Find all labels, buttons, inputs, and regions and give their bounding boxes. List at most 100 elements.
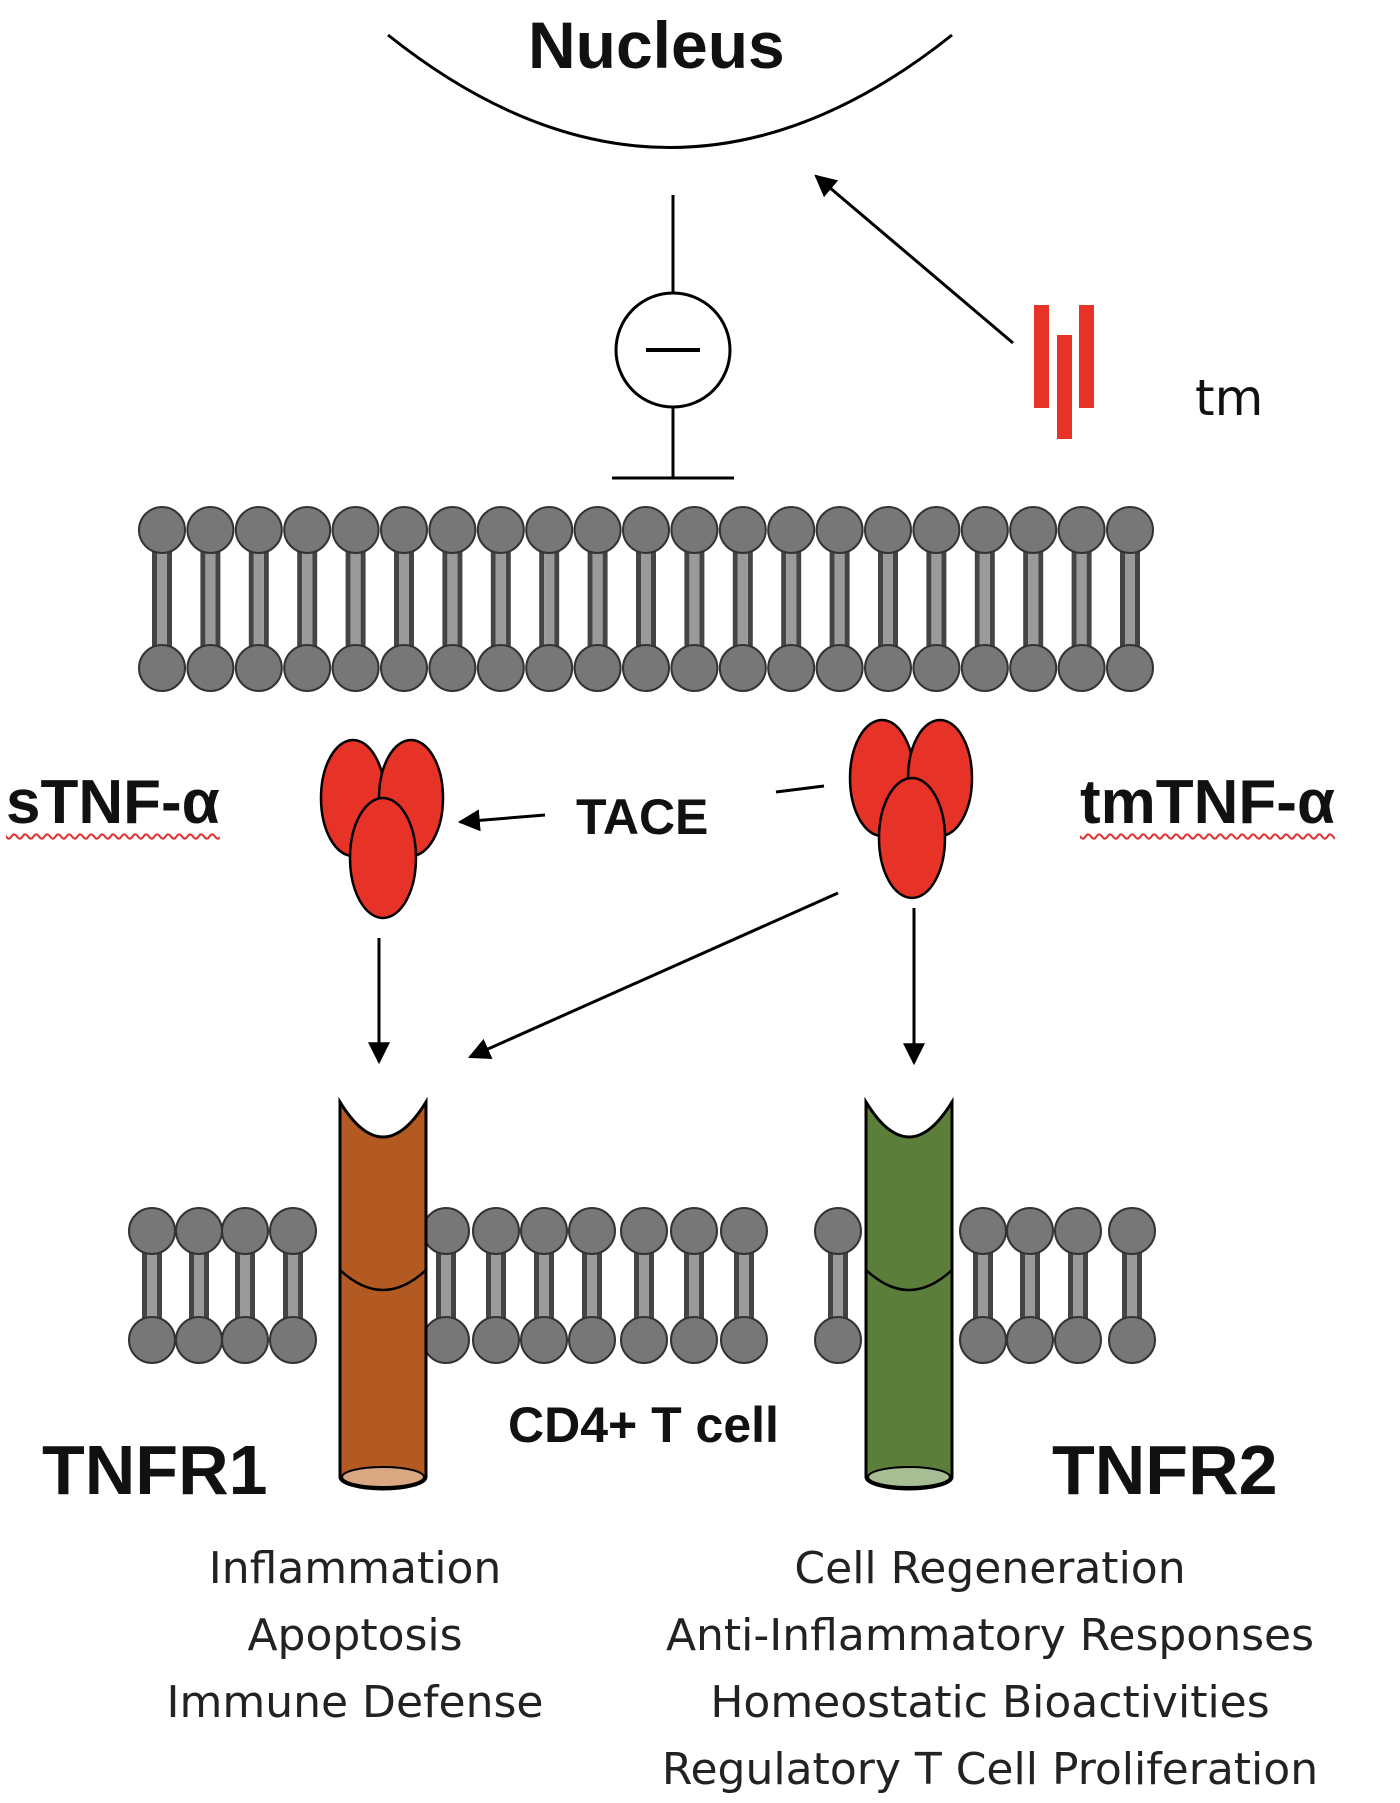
lipid-tail-fill xyxy=(240,1231,250,1340)
lipid-head xyxy=(670,644,719,692)
lipid-tail xyxy=(442,530,448,668)
lipid-tail xyxy=(1137,1231,1142,1340)
lipid-tail xyxy=(298,1231,303,1340)
lipid-tail xyxy=(1023,530,1029,668)
lipid-tail xyxy=(829,530,835,668)
tmtnf-to-tnfr1-arrow xyxy=(467,891,839,1059)
lipid-head xyxy=(331,644,380,692)
tnfr2-effect-item: Anti-Inflammatory Responses xyxy=(665,1610,1315,1661)
lipid-head xyxy=(472,1207,520,1255)
lipid-tail xyxy=(248,530,254,668)
lipid-tail xyxy=(167,530,172,668)
lipid-tail xyxy=(1083,1231,1088,1340)
lipid-head xyxy=(331,506,380,554)
lower-cell-membrane xyxy=(128,1207,1156,1364)
lipid-tail-fill xyxy=(786,530,797,668)
lipid-tail xyxy=(699,530,705,668)
lipid-tail xyxy=(394,530,399,668)
phospholipid xyxy=(620,1207,668,1364)
lipid-tail xyxy=(634,1231,639,1340)
lipid-tail-fill xyxy=(399,530,409,668)
lipid-head xyxy=(380,506,428,554)
lipid-head xyxy=(128,1207,176,1255)
lipid-head xyxy=(175,1207,223,1255)
phospholipid xyxy=(380,506,428,692)
phospholipid xyxy=(234,506,283,692)
lipid-tail xyxy=(973,1231,978,1340)
lipid-head xyxy=(428,506,477,554)
phospholipid xyxy=(573,506,622,692)
lipid-head xyxy=(959,1316,1007,1364)
lipid-tail-fill xyxy=(539,1231,549,1340)
phospholipid xyxy=(568,1207,616,1364)
lipid-head xyxy=(814,1207,862,1255)
lipid-tail xyxy=(215,530,221,668)
lipid-tail xyxy=(649,1231,654,1340)
tm-fragment xyxy=(1034,305,1094,439)
lipid-tail xyxy=(747,530,753,668)
lipid-tail xyxy=(263,530,269,668)
phospholipid xyxy=(864,506,912,692)
lipid-head xyxy=(670,506,719,554)
lipid-tail xyxy=(1071,530,1077,668)
lipid-tail xyxy=(732,530,738,668)
lipid-head xyxy=(128,1316,176,1364)
lipid-tail-fill xyxy=(288,1231,298,1340)
lipid-tail-fill xyxy=(689,1231,699,1340)
phospholipid xyxy=(960,506,1009,692)
lipid-tail xyxy=(781,530,787,668)
lipid-tail-fill xyxy=(1028,530,1039,668)
tm-to-nucleus-arrow xyxy=(814,174,1014,345)
tm-label: tm xyxy=(1195,369,1264,427)
phospholipid xyxy=(718,506,767,692)
lipid-tail-fill xyxy=(491,1231,501,1340)
lipid-head xyxy=(1006,1207,1054,1255)
lipid-head xyxy=(138,644,186,692)
phospholipid xyxy=(138,506,186,692)
lipid-tail xyxy=(734,1231,739,1340)
lipid-tail xyxy=(1020,1231,1025,1340)
lipid-tail xyxy=(505,530,511,668)
receptor-base xyxy=(341,1466,425,1488)
phospholipid xyxy=(1009,506,1058,692)
phospholipid xyxy=(1057,506,1106,692)
lipid-tail-fill xyxy=(194,1231,204,1340)
phospholipid xyxy=(422,1207,470,1364)
lipid-tail xyxy=(926,530,932,668)
receptor-domain-line xyxy=(865,1269,953,1292)
lipid-tail-fill xyxy=(205,530,216,668)
tnfr1-effect-item: Immune Defense xyxy=(166,1677,544,1728)
lipid-tail-fill xyxy=(639,1231,649,1340)
lipid-tail xyxy=(490,530,496,668)
tmtnf-alpha-label: tmTNF-α xyxy=(1080,768,1336,837)
lipid-tail-fill xyxy=(302,530,313,668)
lipid-tail xyxy=(200,530,206,668)
lipid-head xyxy=(234,506,283,554)
phospholipid xyxy=(959,1207,1007,1364)
phospholipid xyxy=(814,1207,862,1364)
lipid-head xyxy=(428,644,477,692)
upper-cell-membrane xyxy=(138,506,1154,692)
lipid-head xyxy=(283,506,332,554)
lipid-tail xyxy=(844,530,850,668)
lipid-tail-fill xyxy=(544,530,555,668)
lipid-head xyxy=(422,1207,470,1255)
lipid-tail xyxy=(684,1231,689,1340)
lipid-tail-fill xyxy=(592,530,603,668)
lipid-tail xyxy=(828,1231,833,1340)
lipid-head xyxy=(720,1207,768,1255)
receptor-body xyxy=(338,1096,428,1491)
lipid-head xyxy=(1054,1316,1102,1364)
lipid-tail-fill xyxy=(883,530,893,668)
lipid-head xyxy=(1009,506,1058,554)
receptor-domain-line xyxy=(339,1269,427,1292)
lipid-tail xyxy=(539,530,545,668)
receptor-base xyxy=(867,1466,951,1488)
lipid-head xyxy=(525,506,574,554)
phospholipid xyxy=(525,506,574,692)
lipid-tail xyxy=(893,530,898,668)
lipid-head xyxy=(138,506,186,554)
phospholipid xyxy=(221,1207,269,1364)
phospholipid xyxy=(186,506,235,692)
